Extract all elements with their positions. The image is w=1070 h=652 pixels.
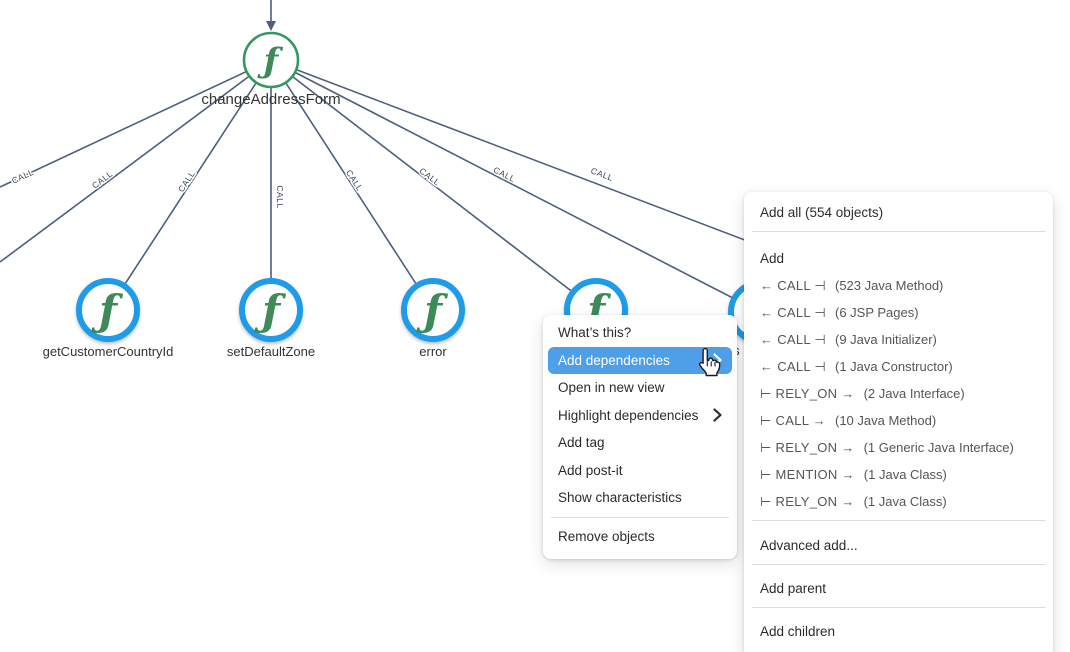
menu-item-label: Add parent — [760, 580, 827, 596]
relation-objects: (9 Java Initializer) — [834, 332, 937, 347]
arrowhead-icon — [266, 21, 276, 31]
menu-item-label: Show characteristics — [558, 490, 682, 506]
context-menu: What’s this? Add dependencies Open in ne… — [543, 315, 737, 559]
menu-divider — [752, 520, 1045, 521]
menu-item-add-post-it[interactable]: Add post-it — [543, 457, 737, 485]
menu-item-label: Open in new view — [558, 380, 665, 396]
submenu-item-add-parent[interactable]: Add parent — [744, 574, 1053, 602]
edge-label: CALL — [275, 185, 285, 208]
menu-item-whats-this[interactable]: What’s this? — [543, 319, 737, 347]
node-label: changeAddressForm — [201, 91, 340, 108]
submenu-item-advanced-add[interactable]: Advanced add... — [744, 531, 1053, 559]
edge-call — [270, 59, 434, 311]
add-dependencies-submenu: Add all (554 objects) Add ← CALL ⊣ (523 … — [744, 192, 1053, 652]
relation-objects: (6 JSP Pages) — [834, 305, 919, 320]
menu-item-highlight-dependencies[interactable]: Highlight dependencies — [543, 402, 737, 430]
relation-arrows: ← CALL ⊣ — [760, 304, 826, 320]
relation-arrows: ← CALL ⊣ — [760, 331, 826, 347]
node-label: error — [419, 344, 447, 359]
node-label: getCustomerCountryId — [43, 344, 174, 359]
relation-arrows: ⊢ RELY_ON → — [760, 439, 855, 455]
menu-divider — [752, 564, 1045, 565]
relation-objects: (10 Java Method) — [834, 413, 937, 428]
menu-item-label: Add post-it — [558, 462, 623, 478]
menu-item-label: Add all (554 objects) — [760, 204, 884, 220]
relation-arrows: ⊢ MENTION → — [760, 466, 855, 482]
relation-objects: (1 Java Constructor) — [834, 359, 953, 374]
edge-call — [270, 59, 597, 311]
menu-item-remove-objects[interactable]: Remove objects — [543, 523, 737, 551]
menu-item-label: Highlight dependencies — [558, 407, 699, 423]
menu-item-show-characteristics[interactable]: Show characteristics — [543, 484, 737, 512]
dependency-row[interactable]: ← CALL ⊣ (1 Java Constructor) — [744, 353, 1053, 380]
menu-divider — [551, 516, 729, 518]
relation-objects: (1 Generic Java Interface) — [863, 440, 1014, 455]
edge-call — [0, 59, 272, 263]
relation-arrows: ← CALL ⊣ — [760, 277, 826, 293]
edge-call — [107, 59, 272, 311]
edge-label: CALL — [176, 169, 197, 194]
relation-arrows: ⊢ RELY_ON → — [760, 493, 855, 509]
menu-divider — [752, 231, 1045, 232]
dependency-row[interactable]: ← CALL ⊣ (6 JSP Pages) — [744, 299, 1053, 326]
menu-item-add-tag[interactable]: Add tag — [543, 429, 737, 457]
menu-item-label: What’s this? — [558, 325, 632, 341]
menu-item-label: Add dependencies — [558, 352, 670, 368]
menu-item-open-in-new-view[interactable]: Open in new view — [543, 374, 737, 402]
relation-objects: (523 Java Method) — [834, 278, 944, 293]
dependency-row[interactable]: ← CALL ⊣ (9 Java Initializer) — [744, 326, 1053, 353]
relation-arrows: ⊢ RELY_ON → — [760, 385, 855, 401]
relation-arrows: ← CALL ⊣ — [760, 358, 826, 374]
dependency-row[interactable]: ⊢ RELY_ON → (2 Java Interface) — [744, 380, 1053, 407]
node-label: setDefaultZone — [227, 344, 315, 359]
node-changeAddressForm[interactable]: ƒ — [242, 31, 300, 89]
node-getCustomerCountryId[interactable]: ƒ — [76, 278, 140, 342]
relation-objects: (1 Java Class) — [863, 494, 947, 509]
edge-label: CALL — [418, 166, 443, 188]
menu-item-label: Advanced add... — [760, 537, 858, 553]
submenu-item-add-all[interactable]: Add all (554 objects) — [744, 198, 1053, 226]
chevron-right-icon — [713, 353, 722, 367]
edge-label: CALL — [589, 165, 614, 183]
relation-objects: (2 Java Interface) — [863, 386, 965, 401]
menu-item-label: Add children — [760, 623, 836, 639]
menu-item-add-dependencies[interactable]: Add dependencies — [548, 346, 732, 374]
relation-arrows: ⊢ CALL → — [760, 412, 826, 428]
node-error[interactable]: ƒ — [401, 278, 465, 342]
edge-call — [0, 59, 272, 188]
submenu-item-add-children[interactable]: Add children — [744, 617, 1053, 645]
menu-item-label: Remove objects — [558, 528, 655, 544]
chevron-right-icon — [713, 408, 722, 422]
dependency-row[interactable]: ⊢ RELY_ON → (1 Java Class) — [744, 488, 1053, 515]
dependency-row[interactable]: ← CALL ⊣ (523 Java Method) — [744, 272, 1053, 299]
dependency-row[interactable]: ⊢ CALL → (10 Java Method) — [744, 407, 1053, 434]
dependency-row[interactable]: ⊢ MENTION → (1 Java Class) — [744, 461, 1053, 488]
menu-item-label: Add — [760, 250, 785, 266]
menu-item-label: Add tag — [558, 435, 605, 451]
dependency-row[interactable]: ⊢ RELY_ON → (1 Generic Java Interface) — [744, 434, 1053, 461]
edge-call — [270, 59, 801, 262]
relation-objects: (1 Java Class) — [863, 467, 947, 482]
edge-label: CALL — [10, 167, 35, 186]
menu-divider — [752, 607, 1045, 608]
node-setDefaultZone[interactable]: ƒ — [239, 278, 303, 342]
edge-call — [270, 59, 761, 313]
edge-label: CALL — [344, 168, 365, 193]
submenu-item-add[interactable]: Add — [744, 244, 1053, 272]
